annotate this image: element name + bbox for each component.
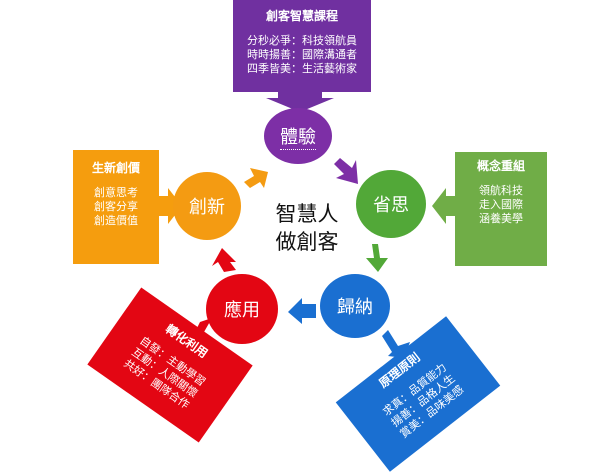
node-label: 應用 bbox=[224, 300, 260, 321]
orange-callout-pointer bbox=[159, 188, 182, 224]
node-label: 創新 bbox=[189, 197, 225, 218]
cycle-arrow-induction-to-application bbox=[288, 298, 316, 324]
callout-line: 時時揚善：國際溝通者 bbox=[247, 48, 357, 61]
cycle-arrow-innovation-to-experience bbox=[244, 168, 268, 188]
callout-line: 領航科技 bbox=[479, 184, 523, 197]
node-experience: 體驗 bbox=[264, 108, 332, 164]
node-induction: 歸納 bbox=[320, 274, 390, 338]
node-label: 省思 bbox=[373, 195, 409, 216]
node-label: 歸納 bbox=[337, 297, 373, 318]
callout-title: 生新創價 bbox=[91, 161, 140, 175]
callout-new-value: 生新創價 創意思考 創客分享 創造價值 bbox=[73, 150, 159, 264]
center-title: 智慧人 做創客 bbox=[262, 200, 352, 256]
center-title-line: 智慧人 bbox=[275, 202, 339, 226]
node-innovation: 創新 bbox=[173, 172, 241, 240]
callout-line: 走入國際 bbox=[479, 198, 523, 211]
callout-title: 創客智慧課程 bbox=[265, 9, 338, 23]
callout-line: 四季皆美：生活藝術家 bbox=[247, 62, 357, 75]
center-title-line: 做創客 bbox=[275, 230, 339, 254]
callout-line: 創造價值 bbox=[94, 214, 138, 227]
callout-line: 創意思考 bbox=[94, 186, 138, 199]
callout-concept-reorganization: 概念重組 領航科技 走入國際 涵養美學 bbox=[455, 152, 547, 266]
node-application: 應用 bbox=[206, 274, 278, 344]
callout-line: 創客分享 bbox=[94, 200, 138, 213]
callout-maker-curriculum: 創客智慧課程 分秒必爭：科技領航員 時時揚善：國際溝通者 四季皆美：生活藝術家 bbox=[233, 0, 371, 92]
callout-line: 分秒必爭：科技領航員 bbox=[247, 34, 357, 47]
cycle-arrow-application-to-innovation bbox=[212, 248, 236, 272]
cycle-arrow-reflection-to-induction bbox=[366, 244, 388, 272]
callout-line: 涵養美學 bbox=[479, 212, 523, 225]
cycle-arrow-experience-to-reflection bbox=[334, 158, 358, 184]
callout-title: 概念重組 bbox=[476, 159, 525, 173]
green-callout-pointer bbox=[432, 188, 455, 224]
node-reflection: 省思 bbox=[356, 170, 426, 238]
node-label: 體驗 bbox=[280, 123, 316, 150]
purple-callout-pointer bbox=[266, 92, 334, 112]
